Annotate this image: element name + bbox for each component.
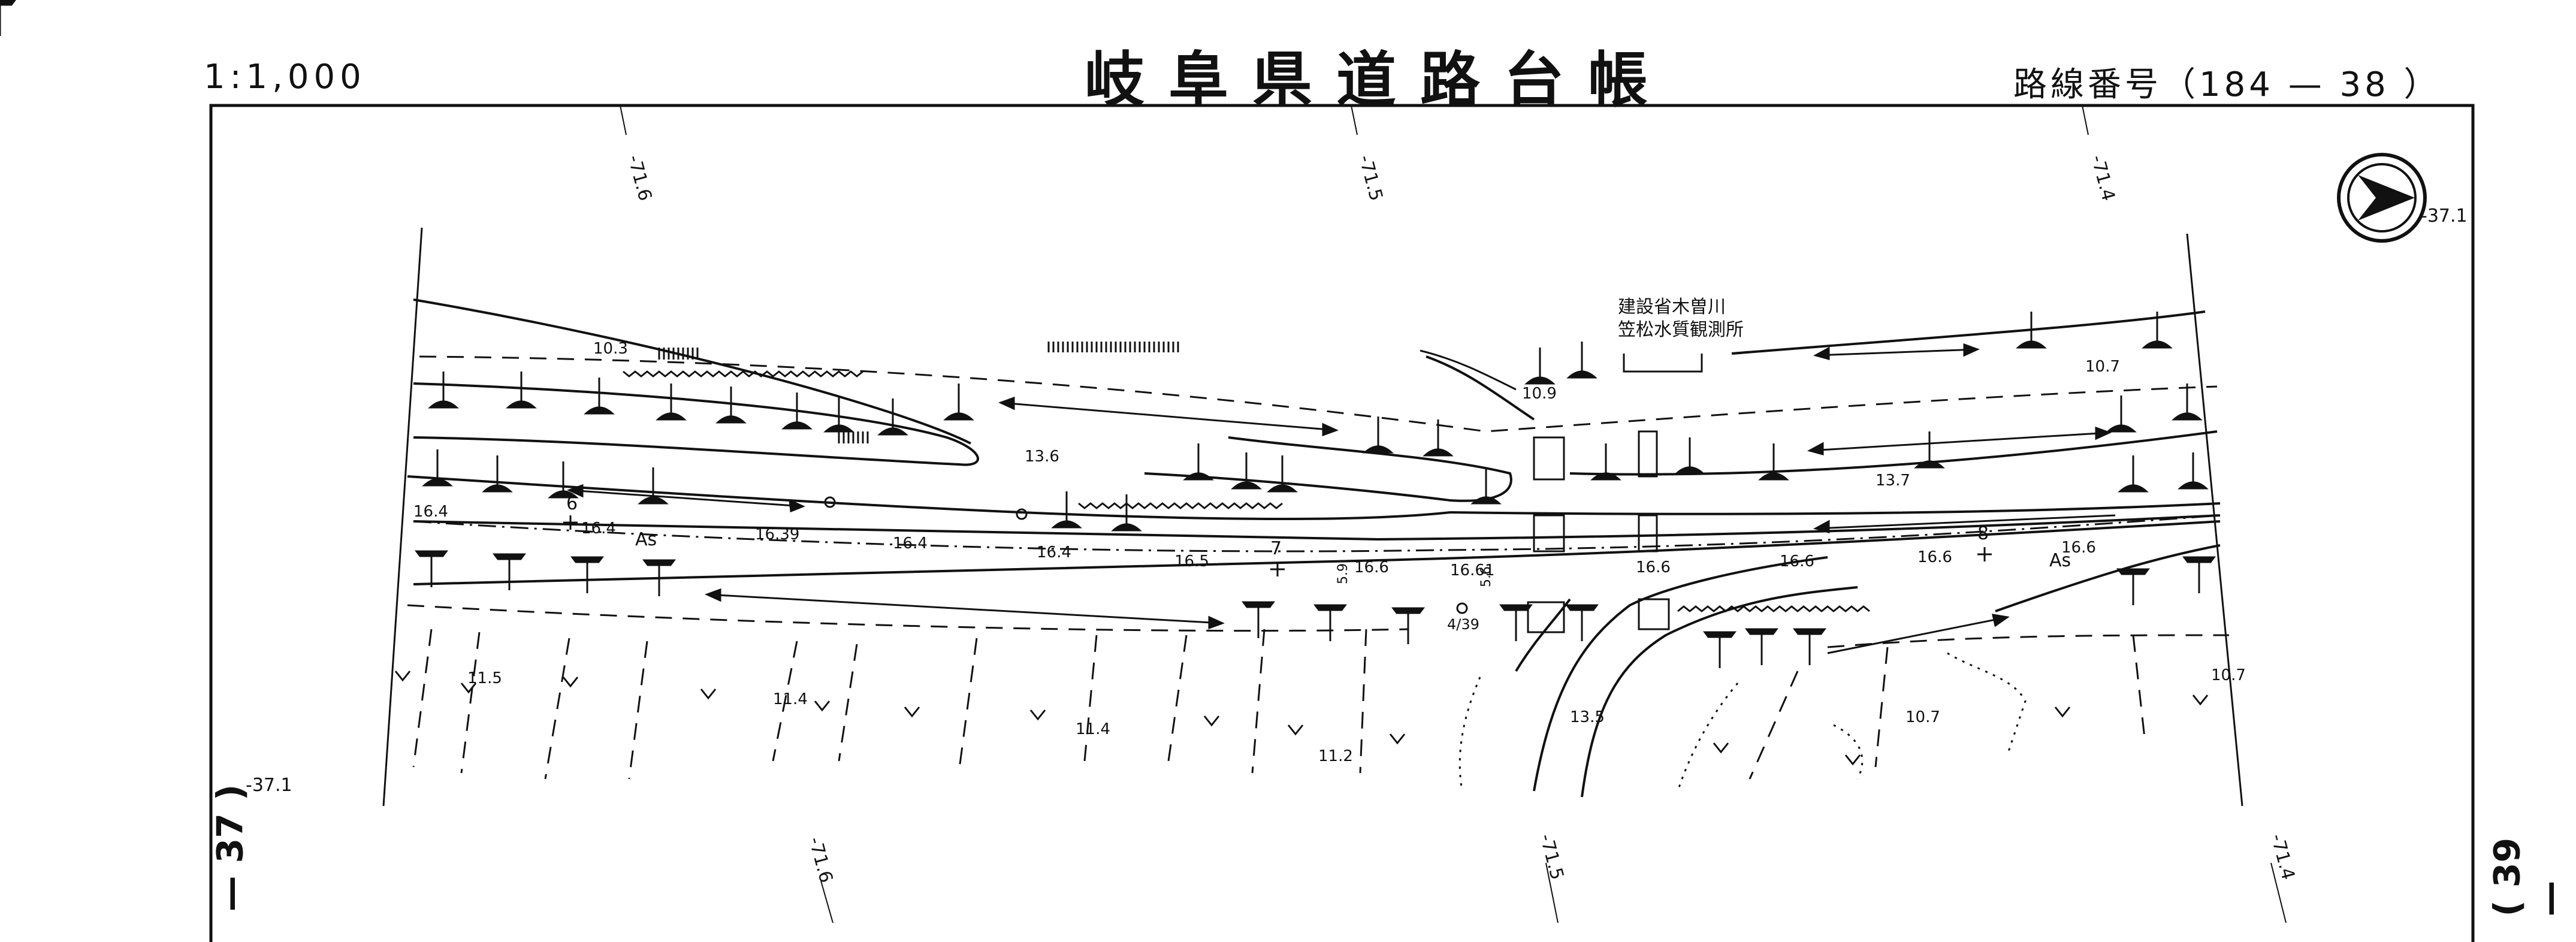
elevation: 16.4 — [581, 520, 616, 538]
survey-points — [563, 496, 1992, 614]
station-label: 8 — [1977, 523, 1989, 544]
elevation: 16.6 — [2061, 539, 2096, 557]
dotted-boundaries — [1458, 652, 2027, 792]
boundary-left — [382, 227, 423, 807]
grid-label-bottom-2: -71.5 — [1535, 832, 1568, 882]
elevation: 13.6 — [1025, 448, 1059, 466]
grid-label-right: -37.1 — [2421, 206, 2468, 227]
station-label: 7 — [1270, 538, 1282, 559]
grid-label-top-3: -71.4 — [2086, 153, 2119, 203]
elevation: 16.4 — [413, 503, 448, 521]
elevation: 16.4 — [1037, 544, 1071, 561]
width-label: 5.9 — [1336, 563, 1351, 584]
map-title: 岐阜県道路台帳 — [1085, 45, 1672, 115]
elevation: 16.6 — [1636, 558, 1671, 576]
road-labels: As As 6 7 8 4/39 5.9 5.6 — [566, 493, 2071, 633]
map-frame — [209, 104, 2475, 942]
elevation: 13.5 — [1570, 708, 1605, 726]
elevation: 11.5 — [467, 669, 502, 687]
grid-label-left: -37.1 — [246, 775, 292, 796]
facility-label-line2: 笠松水質観測所 — [1618, 319, 1744, 340]
grid-label-bottom-1: -71.6 — [804, 835, 836, 885]
elevation: 13.7 — [1876, 472, 1910, 490]
elevation: 11.2 — [1318, 747, 1353, 765]
surface-label: As — [635, 529, 657, 550]
elevation: 11.4 — [773, 690, 808, 708]
elevation: 10.7 — [2085, 358, 2120, 376]
vegetation-marks — [394, 671, 2209, 766]
width-label: 5.6 — [1479, 566, 1494, 587]
grid-label-top-1: -71.6 — [623, 153, 656, 203]
tree-symbols — [0, 0, 2207, 532]
pole-symbols — [0, 0, 2215, 669]
grid-label-bottom-3: -71.4 — [2266, 832, 2299, 882]
traffic-arrows — [567, 343, 2116, 654]
route-number: 路線番号（184 — 38 ） — [2013, 65, 2441, 104]
center-line — [413, 514, 2221, 552]
boundary-right — [2186, 233, 2243, 807]
slope-hatches — [623, 342, 1870, 612]
culvert-label: 4/39 — [1447, 616, 1479, 633]
elevation: 16.4 — [893, 535, 928, 552]
elevation: 16.6 — [1780, 552, 1814, 570]
elevation: 10.3 — [593, 340, 628, 358]
grid-label-top-2: -71.5 — [1354, 153, 1387, 203]
surface-label: As — [2049, 550, 2071, 571]
elevation: 16.5 — [1174, 552, 1209, 570]
elevation: 16.61 — [1450, 561, 1494, 579]
road-edges — [407, 298, 2221, 798]
elevation: 10.9 — [1522, 385, 1557, 403]
station-label: 6 — [566, 493, 578, 514]
map-scale: 1:1,000 — [204, 58, 366, 96]
elevation-labels: 10.3 13.6 10.9 10.7 13.7 16.4 16.4 16.39… — [413, 340, 2246, 765]
elevation: 10.7 — [1905, 708, 1940, 726]
elevation: 16.6 — [1354, 558, 1389, 576]
elevation: 16.39 — [755, 526, 799, 544]
facility-label-line1: 建設省木曽川 — [1618, 297, 1726, 318]
elevation: 16.6 — [1917, 548, 1952, 566]
elevation: 10.7 — [2211, 666, 2246, 684]
dashed-boundaries — [407, 355, 2230, 780]
elevation: 11.4 — [1076, 720, 1110, 738]
crosswalks — [1527, 430, 1670, 633]
north-arrow-icon — [2337, 153, 2427, 243]
